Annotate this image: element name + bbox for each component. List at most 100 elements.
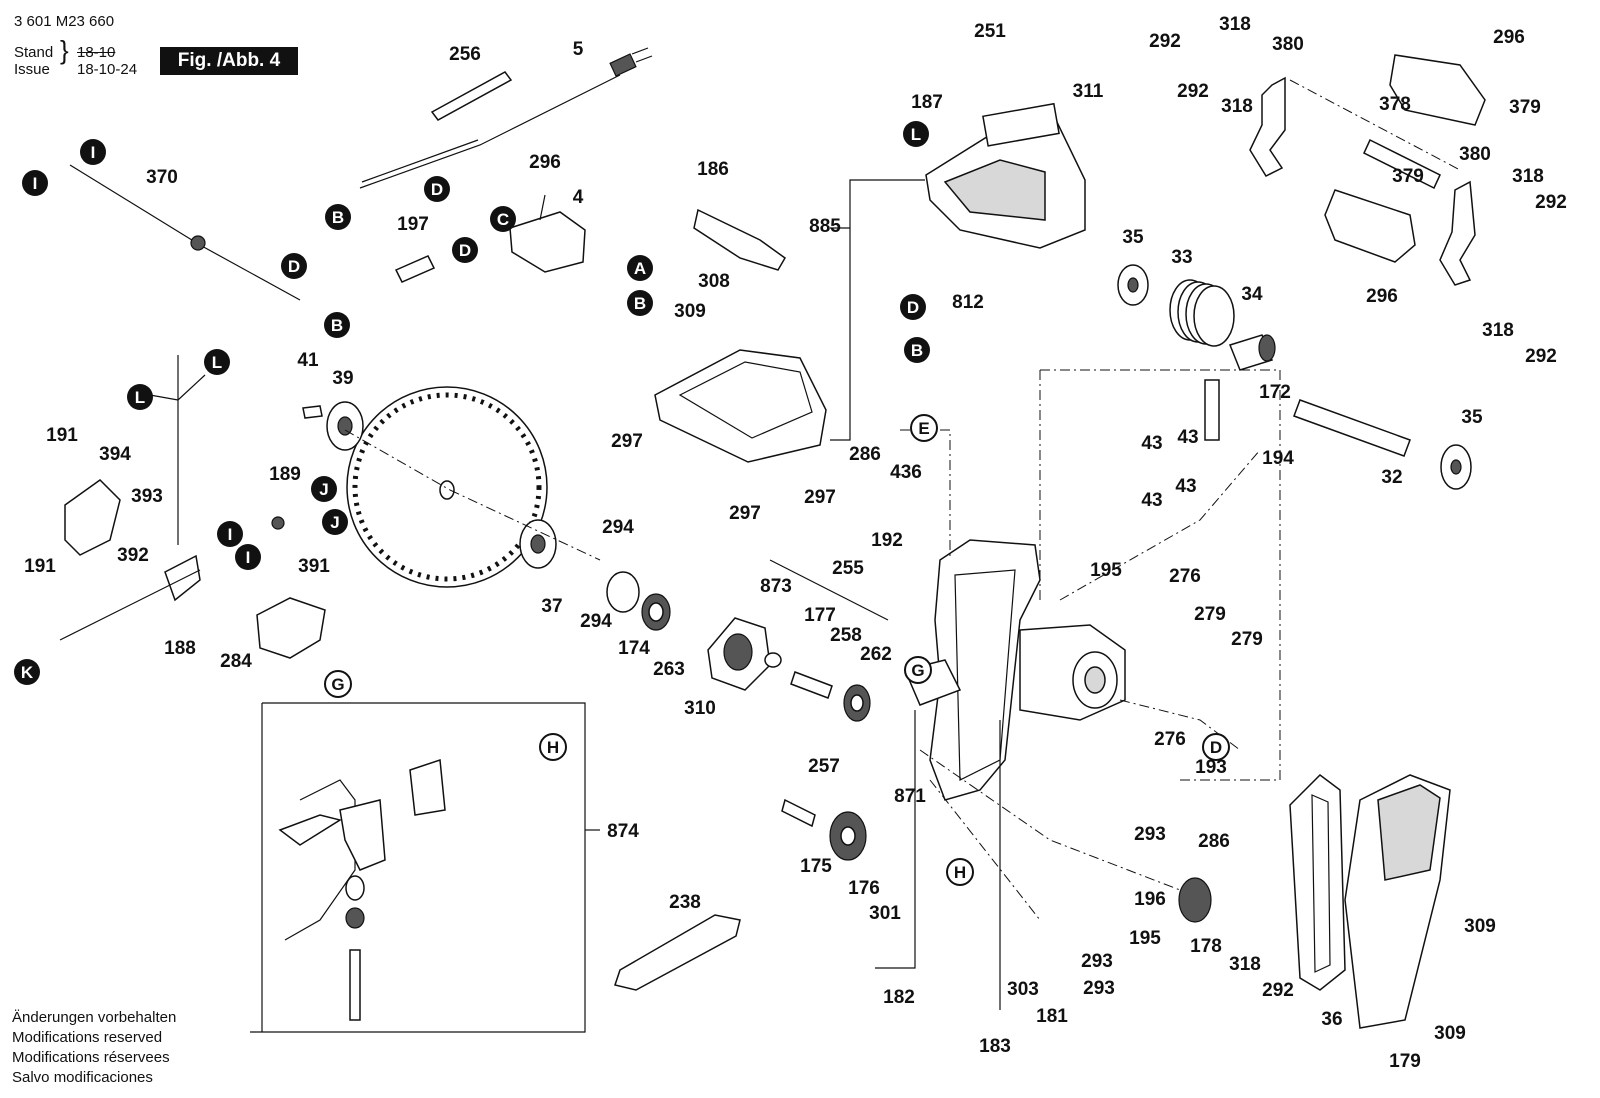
note-en: Modifications reserved — [12, 1029, 163, 1046]
part-number: 436 — [890, 462, 922, 483]
part-number: 292 — [1262, 980, 1294, 1001]
reference-marker: J — [311, 476, 337, 502]
svg-text:I: I — [33, 174, 38, 193]
reference-marker: K — [14, 659, 40, 685]
belt-36 — [1289, 774, 1346, 991]
plate-885 — [654, 349, 827, 463]
reference-marker: B — [324, 312, 350, 338]
part-number: 192 — [871, 530, 903, 551]
part-number: 318 — [1512, 166, 1544, 187]
reference-marker: I — [235, 544, 261, 570]
svg-text:L: L — [212, 353, 222, 372]
part-number: 286 — [849, 444, 881, 465]
part-number: 885 — [809, 216, 841, 237]
svg-text:J: J — [330, 513, 339, 532]
reference-markers-light: E G G D H H — [324, 414, 1230, 886]
stand-date: 18-10 — [77, 44, 116, 61]
reference-marker: B — [627, 290, 653, 316]
part-number: 292 — [1149, 31, 1181, 52]
part-number: 309 — [1434, 1023, 1466, 1044]
figure-label: Fig. /Abb. 4 — [160, 47, 298, 75]
part-number: 297 — [804, 487, 836, 508]
handle-379a — [1324, 189, 1416, 263]
part-number: 379 — [1392, 166, 1424, 187]
part-number: 43 — [1141, 433, 1162, 454]
svg-text:D: D — [288, 257, 300, 276]
reference-marker: H — [946, 858, 974, 886]
part-number: 262 — [860, 644, 892, 665]
reference-marker: G — [904, 656, 932, 684]
reference-marker: L — [127, 384, 153, 410]
part-number: 193 — [1195, 757, 1227, 778]
change-notes: Änderungen vorbehalten Modifications res… — [12, 1008, 176, 1088]
part-number: 175 — [800, 856, 832, 877]
part-number: 33 — [1171, 247, 1192, 268]
part-number: 296 — [1366, 286, 1398, 307]
handle-186 — [693, 208, 786, 271]
svg-text:C: C — [497, 210, 509, 229]
part-number: 393 — [131, 486, 163, 507]
issue-date: 18-10-24 — [77, 61, 138, 78]
part-number: 318 — [1221, 96, 1253, 117]
part-number: 174 — [618, 638, 650, 659]
part-number: 296 — [529, 152, 561, 173]
part-number: 292 — [1525, 346, 1557, 367]
part-number: 310 — [684, 698, 716, 719]
svg-text:L: L — [135, 388, 145, 407]
svg-text:L: L — [911, 125, 921, 144]
reference-marker: L — [903, 121, 929, 147]
svg-text:B: B — [331, 316, 343, 335]
bushing-197 — [394, 255, 436, 283]
part-number: 296 — [1493, 27, 1525, 48]
part-number: 871 — [894, 786, 926, 807]
svg-text:B: B — [911, 341, 923, 360]
part-number: 370 — [146, 167, 178, 188]
reference-marker: D — [900, 294, 926, 320]
part-number: 301 — [869, 903, 901, 924]
svg-text:H: H — [954, 863, 966, 882]
part-number: 191 — [24, 556, 56, 577]
part-number: 308 — [698, 271, 730, 292]
part-number: 43 — [1177, 427, 1198, 448]
part-number: 318 — [1219, 14, 1251, 35]
reference-marker: L — [204, 349, 230, 375]
part-number: 32 — [1381, 467, 1402, 488]
part-number: 186 — [697, 159, 729, 180]
part-number: 294 — [580, 611, 612, 632]
switch-4 — [509, 211, 586, 273]
reference-marker: D — [424, 176, 450, 202]
reference-marker: I — [217, 521, 243, 547]
part-number: 263 — [653, 659, 685, 680]
lever-380a — [1249, 76, 1286, 177]
part-number: 188 — [164, 638, 196, 659]
part-number: 39 — [332, 368, 353, 389]
part-number: 43 — [1141, 490, 1162, 511]
part-number: 4 — [573, 187, 584, 208]
reference-marker: G — [324, 670, 352, 698]
svg-text:I: I — [246, 548, 251, 567]
shaft-175 — [781, 798, 816, 828]
part-number: 391 — [298, 556, 330, 577]
spring-33 — [1169, 279, 1235, 347]
part-number: 279 — [1194, 604, 1226, 625]
clamp-370 — [190, 235, 206, 251]
pin-172 — [1204, 379, 1220, 441]
svg-text:I: I — [228, 525, 233, 544]
shaft-177 — [790, 671, 833, 699]
part-number: 179 — [1389, 1051, 1421, 1072]
stand-label: Stand — [14, 44, 54, 61]
part-number: 292 — [1535, 192, 1567, 213]
part-391 — [256, 597, 326, 659]
pin-256 — [430, 71, 513, 121]
brace: } — [60, 35, 69, 65]
part-number: 812 — [952, 292, 984, 313]
reference-marker: A — [627, 255, 653, 281]
washer-174 — [606, 571, 640, 613]
lever-380b — [1439, 180, 1476, 286]
part-number: 36 — [1321, 1009, 1342, 1030]
part-number: 380 — [1459, 144, 1491, 165]
part-number: 181 — [1036, 1006, 1068, 1027]
part-number: 284 — [220, 651, 252, 672]
part-number: 318 — [1482, 320, 1514, 341]
